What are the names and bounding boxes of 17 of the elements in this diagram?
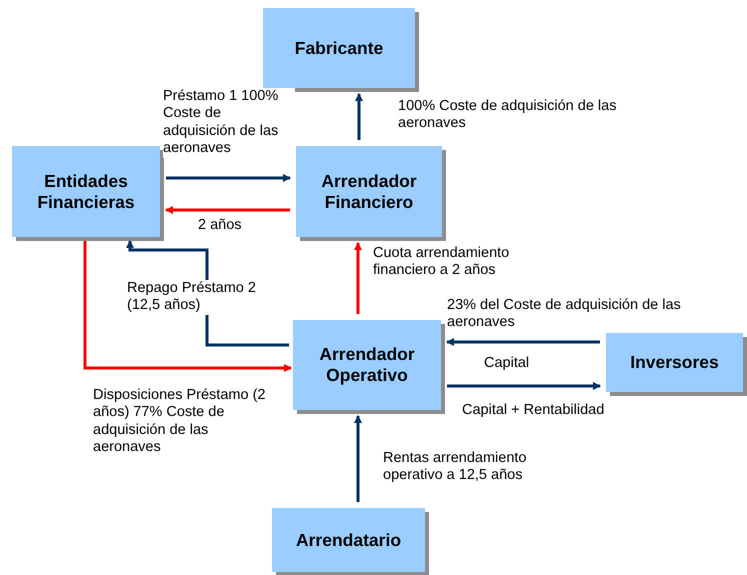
edge-label: Préstamo 1 100% Coste de adquisición de las aeronaves [163,88,295,158]
entity-box: Arrendador Financiero [296,146,442,237]
edge-label: Capital + Rentabilidad [462,402,604,420]
flow-label: Capital [484,355,530,372]
entity-box: Fabricante [263,8,415,88]
arrow [166,174,291,182]
entity-box: Inversores [606,333,743,392]
arrow [447,382,601,390]
arrow [354,242,362,314]
entity-box: Arrendatario [272,508,425,572]
arrow [165,206,290,214]
arrow [446,338,600,346]
entity-box: Entidades Financieras [12,146,160,237]
arrow [355,93,363,140]
arrow [84,239,292,372]
arrow [354,415,362,502]
entity-box: Arrendador Operativo [293,320,441,410]
